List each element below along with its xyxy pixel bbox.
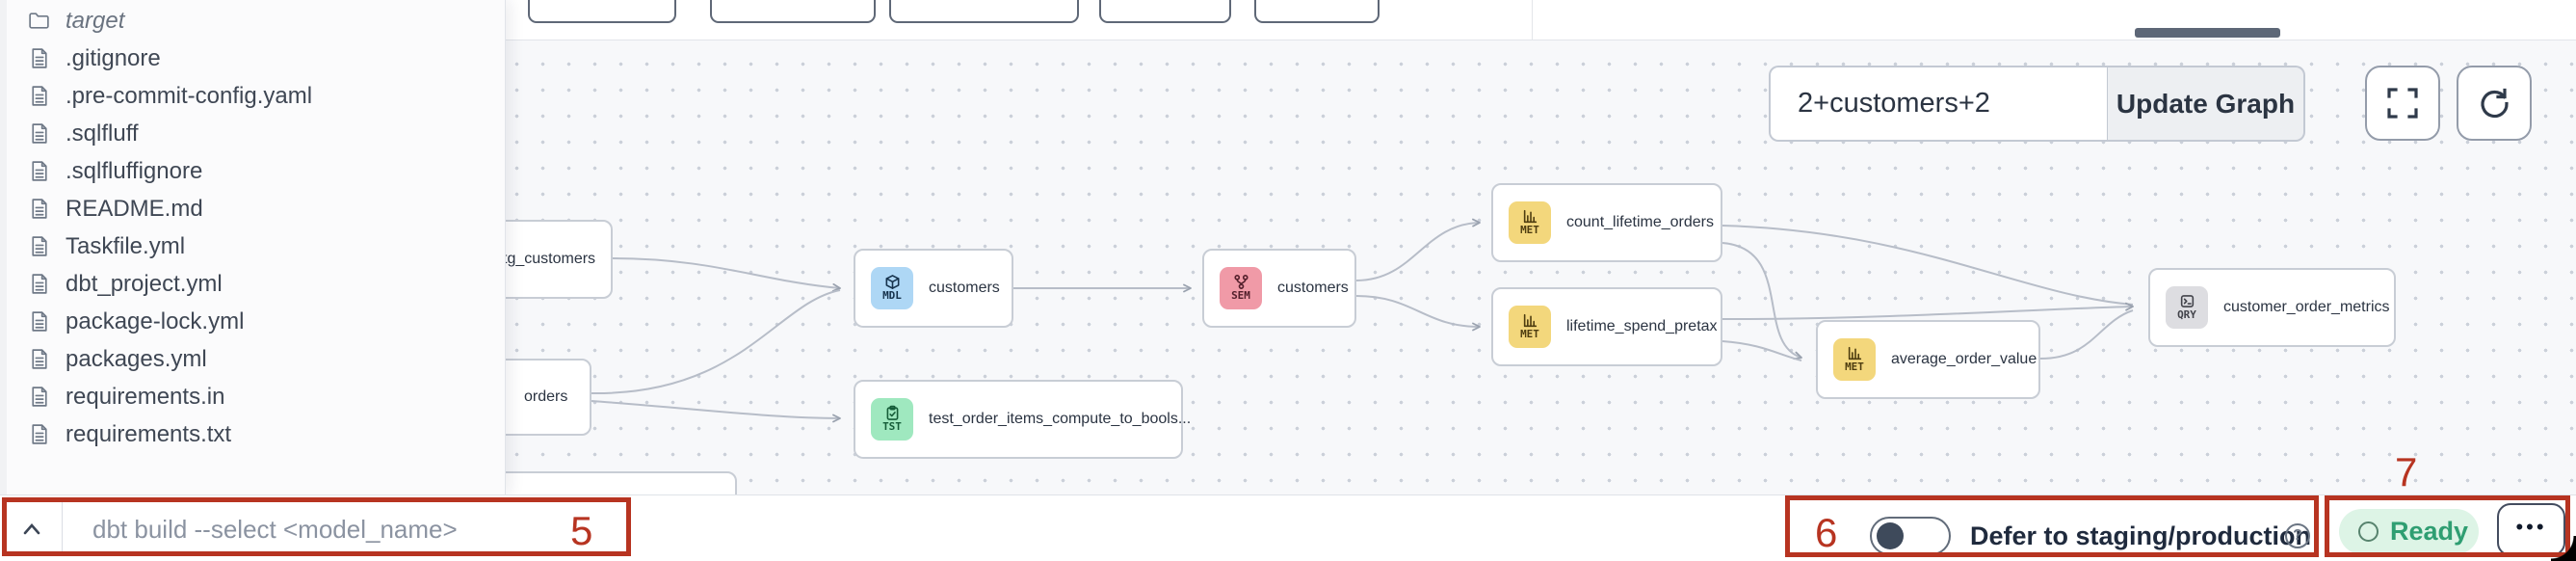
file-item[interactable]: Taskfile.yml [0, 227, 505, 265]
graph-node-customer_order_metrics[interactable]: QRY customer_order_metrics [2148, 268, 2396, 347]
defer-label: Defer to staging/production [1970, 521, 2311, 550]
cutoff-toolbar-button[interactable] [1254, 0, 1380, 23]
cutoff-toolbar-button[interactable] [1099, 0, 1231, 23]
file-item[interactable]: package-lock.yml [0, 303, 505, 340]
file-item[interactable]: requirements.txt [0, 415, 505, 453]
node-label: customer_order_metrics [2223, 299, 2390, 315]
folder-icon [29, 13, 49, 29]
toggle-knob [1877, 522, 1904, 549]
file-item[interactable]: README.md [0, 190, 505, 227]
status-ring-icon [2358, 521, 2379, 542]
file-item[interactable]: requirements.in [0, 378, 505, 415]
node-label: stg_customers [495, 251, 596, 267]
file-icon [32, 123, 47, 144]
node-label: customers [929, 280, 1000, 296]
file-name: requirements.txt [66, 420, 232, 447]
cube-icon: MDL [871, 267, 913, 309]
top-strip-divider [1532, 0, 1533, 40]
command-input[interactable] [91, 507, 557, 551]
file-icon [32, 311, 47, 332]
defer-toggle[interactable] [1870, 517, 1951, 555]
file-explorer-sidebar: target .gitignore .pre-commit-config.yaml… [0, 0, 506, 494]
node-label: count_lifetime_orders [1566, 214, 1714, 230]
update-graph-button[interactable]: Update Graph [2108, 66, 2305, 142]
cutoff-toolbar-button[interactable] [710, 0, 876, 23]
file-icon [32, 274, 47, 294]
file-icon [32, 199, 47, 219]
file-name: dbt_project.yml [66, 270, 223, 297]
command-bar [0, 494, 2576, 561]
graph-node-test_order_items[interactable]: TST test_order_items_compute_to_bools... [854, 380, 1191, 459]
lineage-selector-input[interactable] [1769, 66, 2108, 142]
file-icon [32, 48, 47, 68]
fullscreen-icon [2387, 88, 2418, 119]
file-name: requirements.in [66, 383, 225, 410]
file-name: .gitignore [66, 44, 161, 71]
file-name: .sqlfluff [66, 120, 139, 147]
file-icon [32, 349, 47, 369]
graph-node-customers_model[interactable]: MDL customers [854, 249, 1013, 328]
file-name: package-lock.yml [66, 307, 245, 334]
file-icon [32, 424, 47, 444]
overflow-menu-button[interactable]: ••• [2497, 503, 2565, 556]
graph-node-customers_semantic[interactable]: SEM customers [1202, 249, 1356, 328]
status-label: Ready [2390, 517, 2469, 546]
cutoff-toolbar-button[interactable] [889, 0, 1079, 23]
file-item[interactable]: dbt_project.yml [0, 265, 505, 303]
folder-label: target [66, 7, 125, 34]
branch-icon: SEM [1220, 267, 1262, 309]
node-label: lifetime_spend_pretax [1566, 318, 1718, 334]
chevron-up-icon [23, 523, 40, 535]
refresh-icon [2481, 88, 2509, 119]
clipboard-check-icon: TST [871, 398, 913, 441]
fullscreen-button[interactable] [2365, 66, 2440, 141]
lineage-selector-group: Update Graph [1769, 66, 2305, 142]
node-label: customers [1277, 280, 1349, 296]
folder-item-target[interactable]: target [0, 2, 505, 40]
node-label: orders [524, 388, 568, 405]
file-name: .sqlfluffignore [66, 157, 203, 184]
file-item[interactable]: .sqlfluff [0, 115, 505, 152]
status-badge[interactable]: Ready [2339, 509, 2479, 554]
file-name: .pre-commit-config.yaml [66, 82, 313, 109]
file-name: README.md [66, 195, 203, 222]
file-item[interactable]: .sqlfluffignore [0, 152, 505, 190]
bar-chart-icon: MET [1833, 338, 1876, 381]
graph-node-average_order_value[interactable]: MET average_order_value [1816, 320, 2040, 399]
file-icon [32, 86, 47, 106]
graph-node-lifetime_spend_pretax[interactable]: MET lifetime_spend_pretax [1491, 287, 1722, 366]
file-item[interactable]: .gitignore [0, 40, 505, 77]
sidebar-edge [0, 0, 7, 494]
help-icon[interactable]: ? [2285, 523, 2310, 548]
commandbar-divider [62, 501, 63, 555]
ellipsis-icon: ••• [2515, 514, 2547, 539]
refresh-button[interactable] [2457, 66, 2532, 141]
bar-chart-icon: MET [1509, 306, 1551, 348]
graph-node-count_lifetime_orders[interactable]: MET count_lifetime_orders [1491, 183, 1722, 262]
file-item[interactable]: .pre-commit-config.yaml [0, 77, 505, 115]
file-item[interactable]: packages.yml [0, 340, 505, 378]
query-icon: QRY [2166, 286, 2208, 329]
cutoff-toolbar-button[interactable] [528, 0, 676, 23]
file-icon [32, 236, 47, 256]
node-label: average_order_value [1891, 351, 2037, 367]
file-name: packages.yml [66, 345, 207, 372]
active-tab-indicator [2135, 28, 2280, 38]
file-icon [32, 387, 47, 407]
file-name: Taskfile.yml [66, 232, 186, 259]
node-label: test_order_items_compute_to_bools... [929, 411, 1192, 427]
commandbar-collapse-button[interactable] [13, 511, 50, 548]
file-icon [32, 161, 47, 181]
bar-chart-icon: MET [1509, 201, 1551, 244]
